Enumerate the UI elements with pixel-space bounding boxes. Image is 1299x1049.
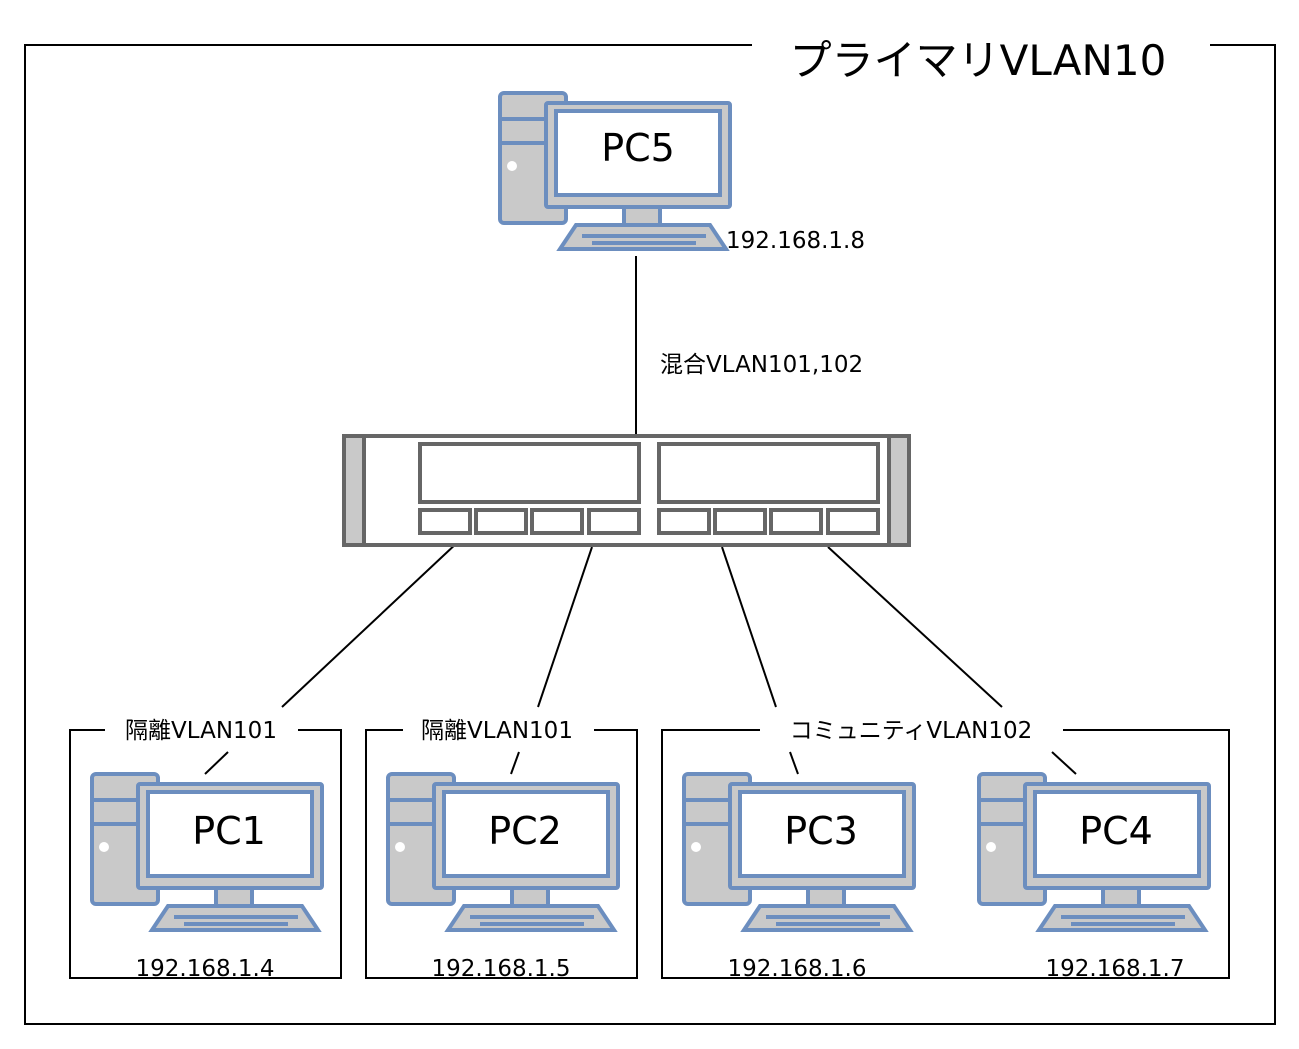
pc4-ip: 192.168.1.7 (1046, 956, 1185, 982)
link-pc1-stub (204, 751, 229, 775)
pc1-name: PC1 (192, 809, 266, 853)
pc3-ip: 192.168.1.6 (728, 956, 867, 982)
group3-label: コミュニティVLAN102 (790, 718, 1033, 744)
pc5: PC5 192.168.1.8 (498, 91, 865, 254)
group3-frame (661, 729, 1230, 979)
primary-vlan-label: プライマリVLAN10 (790, 36, 1167, 85)
pc3-name: PC3 (784, 809, 858, 853)
pc5-ip: 192.168.1.8 (726, 228, 865, 254)
switch (342, 434, 911, 547)
group1-label: 隔離VLAN101 (125, 718, 277, 744)
pc2-name: PC2 (488, 809, 562, 853)
primary-vlan-frame (24, 44, 1276, 1025)
uplink-label: 混合VLAN101,102 (660, 352, 863, 378)
link-pc2 (537, 546, 593, 708)
pc4: PC4 192.168.1.7 (977, 772, 1211, 982)
pc2: PC2 192.168.1.5 (386, 772, 620, 982)
link-pc2-stub (510, 751, 520, 775)
pc1-ip: 192.168.1.4 (136, 956, 275, 982)
group2-frame (365, 729, 638, 979)
link-pc3 (721, 546, 777, 708)
pc2-ip: 192.168.1.5 (432, 956, 571, 982)
link-pc4 (827, 546, 1003, 708)
pc1: PC1 192.168.1.4 (90, 772, 324, 982)
group1-frame (69, 729, 342, 979)
pc3: PC3 192.168.1.6 (682, 772, 916, 982)
link-pc3-stub (789, 751, 799, 775)
pc5-name: PC5 (601, 126, 675, 170)
group2-label: 隔離VLAN101 (421, 718, 573, 744)
link-pc4-stub (1051, 751, 1077, 775)
pc4-name: PC4 (1079, 809, 1153, 853)
link-pc1 (281, 540, 460, 708)
